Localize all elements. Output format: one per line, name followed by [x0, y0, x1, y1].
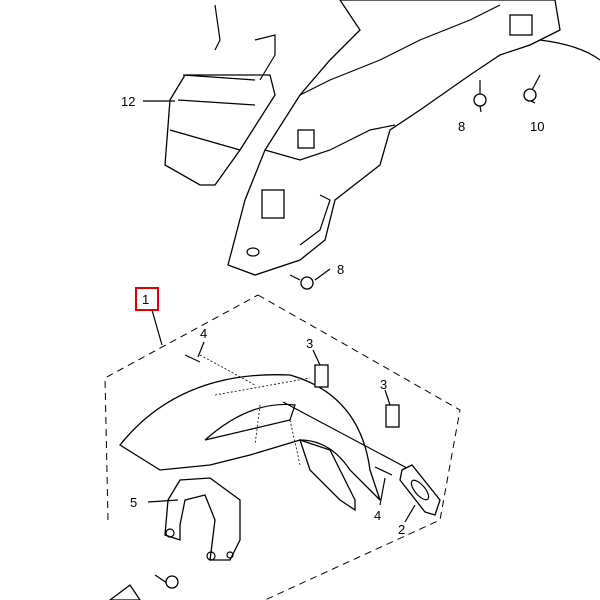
- rear-fender-part: [227, 0, 600, 276]
- callout-4[interactable]: 4: [200, 326, 207, 341]
- callout-3[interactable]: 3: [380, 377, 387, 392]
- damper-part: [314, 364, 329, 388]
- bolt-icon: [473, 80, 487, 107]
- bolt-icon: [289, 274, 314, 290]
- pin-part: [374, 466, 393, 476]
- damper-part: [385, 404, 400, 428]
- assembly-boundary: [104, 294, 461, 600]
- callout-3[interactable]: 3: [306, 336, 313, 351]
- callout-1[interactable]: 1: [142, 292, 149, 307]
- callout-8[interactable]: 8: [458, 119, 465, 134]
- callout-4[interactable]: 4: [374, 508, 381, 523]
- callout-2[interactable]: 2: [398, 522, 405, 537]
- callout-5[interactable]: 5: [130, 495, 137, 510]
- pin-part: [184, 354, 201, 363]
- bolt-icon: [523, 74, 541, 102]
- bracket-part: [108, 584, 141, 600]
- bolt-icon: [165, 575, 179, 589]
- flap-part: [164, 4, 276, 186]
- highlight-box: [135, 287, 159, 311]
- stay-part: [164, 477, 241, 561]
- callout-12[interactable]: 12: [121, 94, 135, 109]
- front-fender-part: [119, 354, 421, 512]
- callout-10[interactable]: 10: [530, 119, 544, 134]
- callout-8[interactable]: 8: [337, 262, 344, 277]
- bracket-part: [399, 464, 441, 516]
